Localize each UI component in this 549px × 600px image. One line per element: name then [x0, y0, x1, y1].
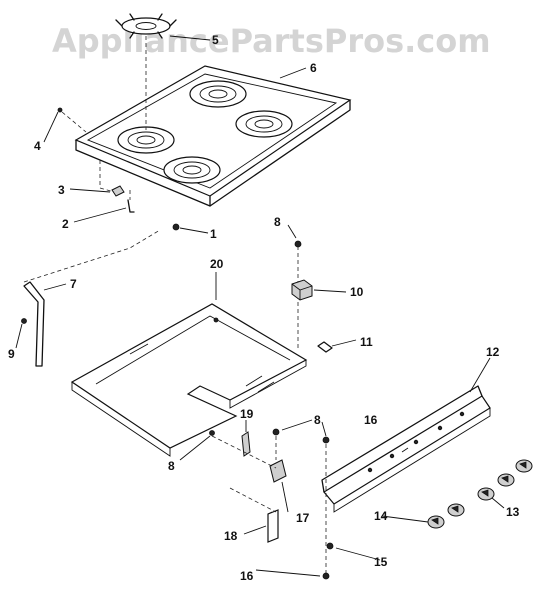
control-knob-5	[515, 459, 533, 473]
cooktop-clip-part-3	[111, 185, 125, 197]
control-knob-4	[497, 473, 515, 487]
callout-1: 1	[210, 227, 217, 241]
watermark-text: AppliancePartsPros.com	[52, 22, 491, 60]
screw-part-8-center	[272, 428, 280, 436]
cooktop-screw-part-1	[172, 223, 180, 231]
burner-opening-rear-left	[117, 126, 175, 154]
burner-opening-front-right	[235, 110, 293, 138]
screw-part-4	[57, 107, 63, 113]
clip-part-11	[317, 341, 333, 353]
callout-9: 9	[8, 347, 15, 361]
callout-8-top: 8	[274, 215, 281, 229]
support-rod	[23, 281, 45, 367]
cooktop-panel	[74, 65, 352, 207]
screw-part-15	[326, 542, 334, 550]
burner-grate	[115, 13, 177, 39]
screw-part-8-top	[294, 240, 302, 248]
callout-12: 12	[486, 345, 500, 359]
callout-7: 7	[70, 277, 77, 291]
screw-part-9	[21, 318, 27, 324]
control-knob-1	[427, 515, 445, 529]
callout-4: 4	[34, 139, 41, 153]
screw-part-8-left	[209, 430, 215, 436]
screw-part-16-bottom	[322, 572, 330, 580]
callout-16-bottom: 16	[240, 569, 254, 583]
callout-8-left: 8	[168, 459, 175, 473]
callout-13: 13	[506, 505, 520, 519]
callout-labels: 5 6 4 3 2 1 8 20 7 10 11 9 12 19 8 16 8 …	[8, 33, 520, 583]
leader-lines	[15, 35, 505, 577]
callout-19: 19	[240, 407, 254, 421]
callout-2: 2	[62, 217, 69, 231]
callout-8-center: 8	[314, 413, 321, 427]
bracket-part-10	[291, 279, 313, 301]
cooktop-bracket-part-2	[127, 199, 135, 213]
callout-18: 18	[224, 529, 238, 543]
bracket-part-19	[241, 431, 251, 457]
callout-5: 5	[212, 33, 219, 47]
callout-14: 14	[374, 509, 388, 523]
bracket-part-17	[269, 459, 287, 483]
control-knob-2	[447, 503, 465, 517]
callout-10: 10	[350, 285, 364, 299]
burner-opening-front-left	[163, 156, 221, 184]
callout-3: 3	[58, 183, 65, 197]
control-panel	[321, 385, 491, 513]
callout-17: 17	[296, 511, 310, 525]
burner-box-pan	[70, 303, 308, 457]
burner-opening-rear-right	[189, 80, 247, 108]
trim-part-18	[267, 509, 279, 543]
control-knob-3	[477, 487, 495, 501]
callout-20: 20	[210, 257, 224, 271]
callout-16-top: 16	[364, 413, 378, 427]
callout-11: 11	[360, 335, 373, 349]
screw-part-16-top	[322, 436, 330, 444]
callout-6: 6	[310, 61, 317, 75]
callout-15: 15	[374, 555, 388, 569]
